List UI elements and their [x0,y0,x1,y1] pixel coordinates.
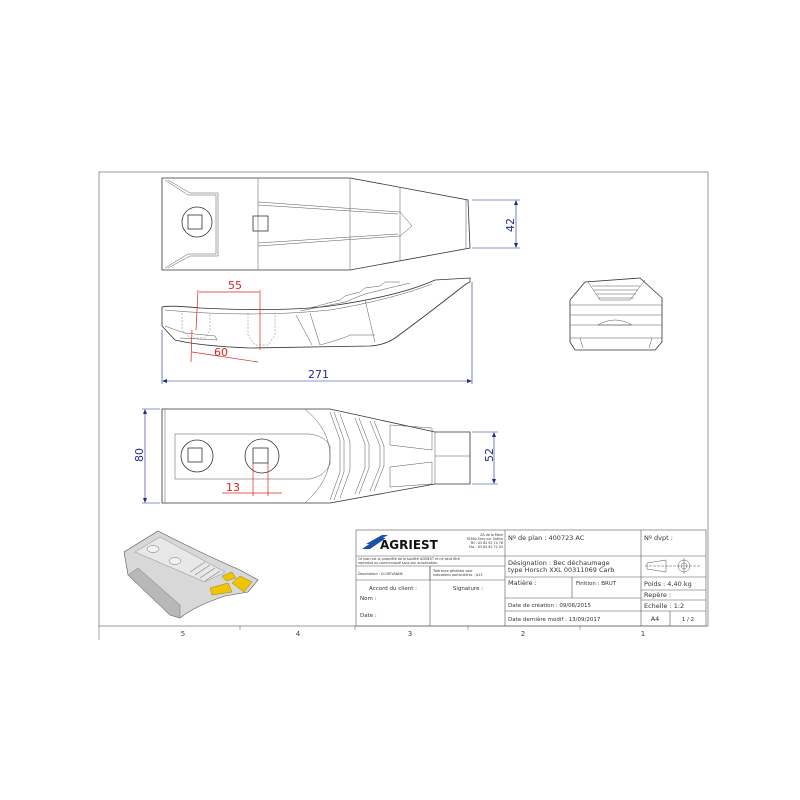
notice-text: reproduit ou communiqué sans son autoris… [358,561,438,565]
top-view [161,177,471,271]
zone-label: 5 [181,630,185,638]
notice-text: Ce plan est la propriété de la société A… [358,557,460,561]
designation: type Horsch XXL 00311069 Carb [508,566,614,574]
dimension-label: 52 [483,448,496,462]
paper-format: A4 [651,615,660,623]
tolerance-text: indications particulières : Js13 [433,573,483,577]
bottom-view [161,408,471,504]
dev-number: Nº dvpt : [644,534,673,542]
agriest-logo: AGRIEST [362,535,439,552]
name-label: Nom : [360,596,377,602]
dimension-13: 13 [222,463,282,496]
zone-label: 1 [641,630,645,638]
date-label: Date : [360,613,377,619]
dimension-55: 55 [195,279,261,350]
isometric-view [123,530,259,619]
sheet-number: 1 / 2 [682,617,694,623]
finish: Finition : BRUT [576,581,617,587]
tolerance-text: Tolérance générale sauf [432,569,473,573]
zone-labels: 5 4 3 2 1 [181,630,645,638]
material-label: Matière : [508,579,537,587]
dimension-42: 42 [472,199,520,249]
title-block: AGRIEST ZA de la Mare 70360 Scey sur Saô… [355,529,707,627]
address-line: Tél : 03 84 92 74 76 [469,541,503,545]
designer: Dessinateur : D.CHEVANNE [358,572,403,576]
creation-date: Date de création : 09/06/2015 [508,602,592,609]
reference-label: Repère : [644,591,671,599]
zone-label: 2 [521,630,525,638]
projection-symbol [645,558,700,574]
dimension-label: 80 [133,448,146,462]
dimension-label: 271 [308,368,329,381]
address-line: ZA de la Mare [480,533,503,537]
dimension-label: 13 [226,481,240,494]
zone-label: 4 [296,630,301,638]
scale: Echelle : 1:2 [644,602,684,610]
last-modified-date: Date dernière modif : 13/09/2017 [508,616,601,623]
zone-label: 3 [408,630,412,638]
weight: Poids : 4,40 kg [644,580,692,588]
plan-number: Nº de plan : 400723 AC [508,534,585,542]
client-approval-label: Accord du client : [369,586,417,592]
designation: Désignation : Bec déchaumage [508,559,610,567]
dimension-label: 60 [214,346,228,359]
side-view [161,277,471,349]
company-name: AGRIEST [380,538,439,552]
dimension-label: 42 [504,218,517,232]
dimension-271: 271 [161,282,473,384]
dimension-52: 52 [472,431,498,485]
dimension-60: 60 [190,329,259,363]
dimension-label: 55 [228,279,242,292]
end-view [569,277,663,351]
dimension-80: 80 [133,408,160,504]
address-line: 70360 Scey sur Saône [466,537,503,541]
address-line: Fax : 03 84 92 72 03 [469,545,503,549]
signature-label: Signature : [453,586,483,592]
